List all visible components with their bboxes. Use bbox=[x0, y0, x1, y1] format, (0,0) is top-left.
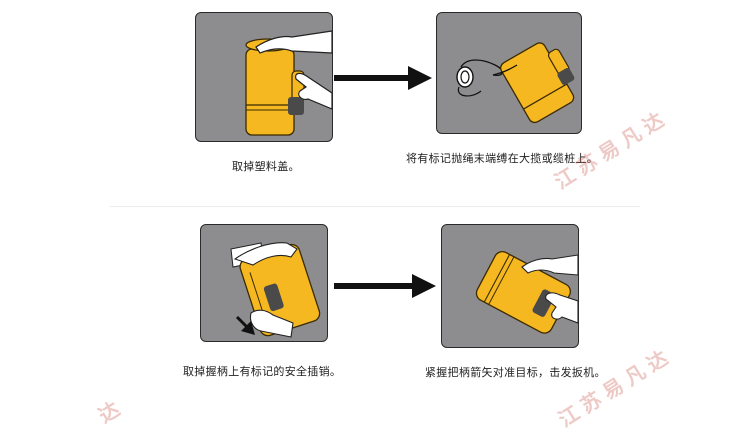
step-4-panel bbox=[441, 224, 579, 348]
rope-coil-icon bbox=[456, 59, 503, 97]
watermark-left: 达 bbox=[94, 393, 129, 428]
step-2-illustration bbox=[456, 42, 575, 124]
step-3-caption: 取掉握柄上有标记的安全插销。 bbox=[183, 365, 342, 378]
hand-icon bbox=[255, 30, 332, 54]
step-4-caption: 紧握把柄箭矢对准目标，击发扳机。 bbox=[425, 366, 606, 379]
step-2-panel bbox=[436, 12, 582, 134]
step-1-caption: 取掉塑料盖。 bbox=[232, 160, 300, 173]
step-3-panel bbox=[200, 224, 328, 342]
step-1-illustration bbox=[245, 30, 332, 136]
step-2-caption: 将有标记抛绳末端缚在大揽或缆桩上。 bbox=[406, 152, 599, 165]
right-arrow-icon bbox=[334, 274, 436, 298]
step-3-illustration bbox=[230, 242, 321, 338]
step-4-illustration bbox=[475, 250, 578, 334]
watermark-lower: 江苏易凡达 bbox=[554, 342, 678, 432]
hand-icon bbox=[233, 242, 298, 266]
hand-icon bbox=[521, 254, 578, 276]
line-thrower-icon bbox=[245, 48, 295, 136]
step-1-panel bbox=[195, 12, 333, 142]
pull-direction-arrow-icon bbox=[235, 315, 255, 335]
row-divider bbox=[110, 206, 640, 207]
line-thrower-icon bbox=[500, 42, 575, 124]
right-arrow-icon bbox=[334, 66, 432, 90]
